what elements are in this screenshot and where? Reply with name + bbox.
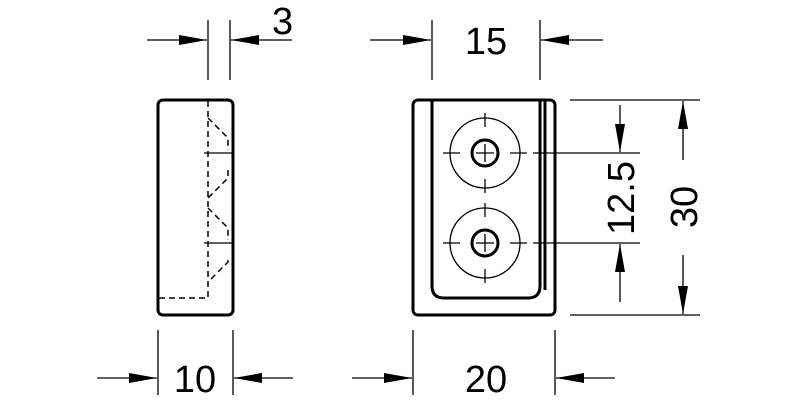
hidden-countersink-bottom: [207, 207, 229, 283]
slot-outline: [430, 101, 542, 300]
side-view: [156, 98, 235, 317]
hidden-edge: [159, 101, 209, 299]
hidden-countersink-top: [207, 117, 229, 199]
center-mark: [443, 203, 527, 283]
dimension-10: 10: [97, 330, 293, 400]
dimension-label: 10: [174, 359, 216, 400]
dimension-30: 30: [570, 99, 706, 316]
hole-top: [443, 113, 527, 193]
hole-bottom: [443, 203, 527, 283]
center-mark: [443, 113, 527, 193]
front-view-outline: [411, 98, 557, 317]
hole-circle: [470, 228, 500, 258]
dimension-12-5: 12.5: [533, 105, 643, 302]
dimension-3: 3: [147, 1, 293, 80]
side-view-outline: [156, 98, 235, 317]
dimension-15: 15: [370, 20, 603, 80]
dimension-label: 30: [664, 186, 706, 228]
dimension-label: 12.5: [601, 161, 643, 235]
dimension-label: 3: [272, 1, 293, 43]
hole-circle: [470, 138, 500, 168]
dimension-20: 20: [352, 330, 615, 400]
front-view: [411, 98, 557, 317]
dimension-label: 20: [465, 359, 507, 400]
dimension-label: 15: [465, 21, 507, 63]
